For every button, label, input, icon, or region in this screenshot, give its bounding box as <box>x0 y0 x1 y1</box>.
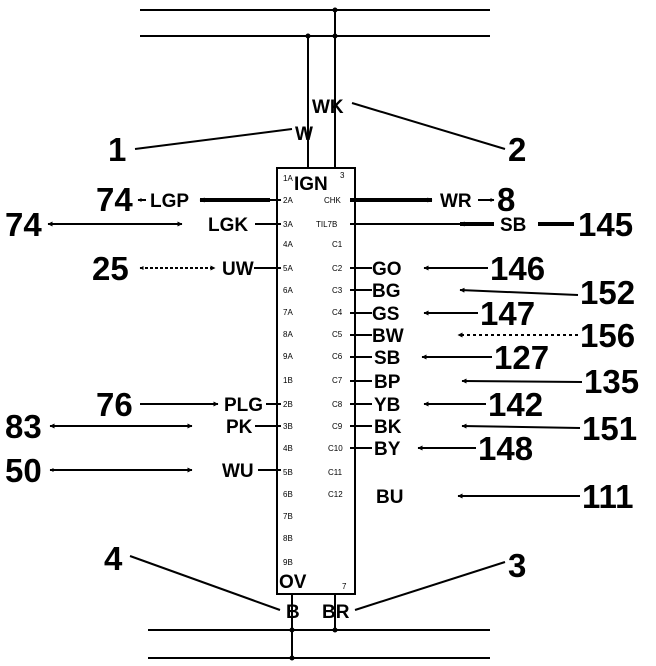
ref-151: 151 <box>582 410 637 447</box>
pin-label: 4A <box>283 240 293 249</box>
wire-label-b: B <box>286 602 300 623</box>
pin-label: 3B <box>283 422 293 431</box>
junction-dot <box>332 627 338 633</box>
wire-label-lgp: LGP <box>150 191 189 212</box>
wire-bg <box>459 287 579 296</box>
pin-label: 3A <box>283 220 293 229</box>
pin-label: C12 <box>328 490 343 499</box>
wire-label-wk: WK <box>312 97 344 118</box>
wire-label-gs: GS <box>372 304 399 325</box>
connector-superscript: 3 <box>340 171 345 180</box>
wire-label-sb-145: SB <box>500 215 526 236</box>
ref-148: 148 <box>478 430 533 467</box>
pin-label: C8 <box>332 400 343 409</box>
wire-label-w: W <box>295 124 313 145</box>
pin-label: 6B <box>283 490 293 499</box>
wire-bp <box>461 378 583 384</box>
junction-dot <box>332 33 338 39</box>
wire-label-go: GO <box>372 259 402 280</box>
pin-label: C5 <box>332 330 343 339</box>
pin-label: C9 <box>332 422 343 431</box>
ref-142: 142 <box>488 386 543 423</box>
wire-label-wu: WU <box>222 461 254 482</box>
ref-3: 3 <box>508 547 526 584</box>
ref-4: 4 <box>104 540 123 577</box>
callout-line-4 <box>129 555 281 611</box>
pin-label: 7B <box>283 512 293 521</box>
wire-label-lgk: LGK <box>208 215 248 236</box>
pin-label: C1 <box>332 240 343 249</box>
ref-2: 2 <box>508 131 526 168</box>
ref-83: 83 <box>5 408 42 445</box>
callout-line-1 <box>134 128 293 150</box>
ov-label: OV <box>279 572 307 593</box>
wire-label-wr: WR <box>440 191 472 212</box>
pin-label: 6A <box>283 286 293 295</box>
ref-1: 1 <box>108 131 126 168</box>
pin-label: TIL7B <box>316 220 337 229</box>
pin-label: 7A <box>283 308 293 317</box>
wire-label-bk: BK <box>374 417 402 438</box>
left-pin-labels: 1A 2A 3A 4A 5A 6A 7A 8A 9A 1B 2B 3B 4B 5… <box>283 174 293 567</box>
ref-111: 111 <box>582 478 633 515</box>
pin-label: C10 <box>328 444 343 453</box>
ref-147: 147 <box>480 295 535 332</box>
callout-line-3 <box>354 561 506 611</box>
wire-label-bu: BU <box>376 487 403 508</box>
callout-line-2 <box>351 102 506 150</box>
pin-label: C3 <box>332 286 343 295</box>
ref-152: 152 <box>580 274 635 311</box>
wire-label-bg: BG <box>372 281 401 302</box>
ref-156: 156 <box>580 317 635 354</box>
pin-label: 1B <box>283 376 293 385</box>
ref-74-lgp: 74 <box>96 181 133 218</box>
wire-label-bp: BP <box>374 372 401 393</box>
ref-146: 146 <box>490 250 545 287</box>
ref-127: 127 <box>494 339 549 376</box>
junction-dot <box>289 655 295 661</box>
pin-label: CHK <box>324 196 342 205</box>
pin-label: 2A <box>283 196 293 205</box>
wire-label-yb: YB <box>374 395 400 416</box>
wire-label-bw: BW <box>372 326 404 347</box>
junction-dot <box>289 627 295 633</box>
junction-dot <box>305 33 311 39</box>
pin-label: 2B <box>283 400 293 409</box>
wire-bk <box>461 423 581 429</box>
pin-label: 9A <box>283 352 293 361</box>
pin-label: 4B <box>283 444 293 453</box>
pin-label: 8B <box>283 534 293 543</box>
ref-76: 76 <box>96 386 133 423</box>
pin-label: 8A <box>283 330 293 339</box>
junction-dot <box>332 7 338 13</box>
ref-145: 145 <box>578 206 633 243</box>
pin-label: C7 <box>332 376 343 385</box>
pin-label: C6 <box>332 352 343 361</box>
ref-135: 135 <box>584 363 639 400</box>
ref-25: 25 <box>92 250 129 287</box>
pin-label: C2 <box>332 264 343 273</box>
pin-label: C11 <box>328 468 343 477</box>
pin-label: 5A <box>283 264 293 273</box>
ref-50: 50 <box>5 452 42 489</box>
pin-label: C4 <box>332 308 343 317</box>
pin-label: 5B <box>283 468 293 477</box>
pin-7: 7 <box>342 582 347 591</box>
pin-label: 1A <box>283 174 293 183</box>
right-pin-labels: CHK TIL7B C1 C2 C3 C4 C5 C6 C7 C8 C9 C10… <box>316 196 343 499</box>
wire-label-uw: UW <box>222 259 254 280</box>
ref-74-lgk: 74 <box>5 206 42 243</box>
wire-label-pk: PK <box>226 417 253 438</box>
ref-8: 8 <box>497 181 515 218</box>
wire-label-sb-127: SB <box>374 348 400 369</box>
pin-label: 9B <box>283 558 293 567</box>
wire-label-br: BR <box>322 602 350 623</box>
wire-label-by: BY <box>374 439 401 460</box>
connector-code: IGN <box>294 174 328 195</box>
wire-label-plg: PLG <box>224 395 263 416</box>
